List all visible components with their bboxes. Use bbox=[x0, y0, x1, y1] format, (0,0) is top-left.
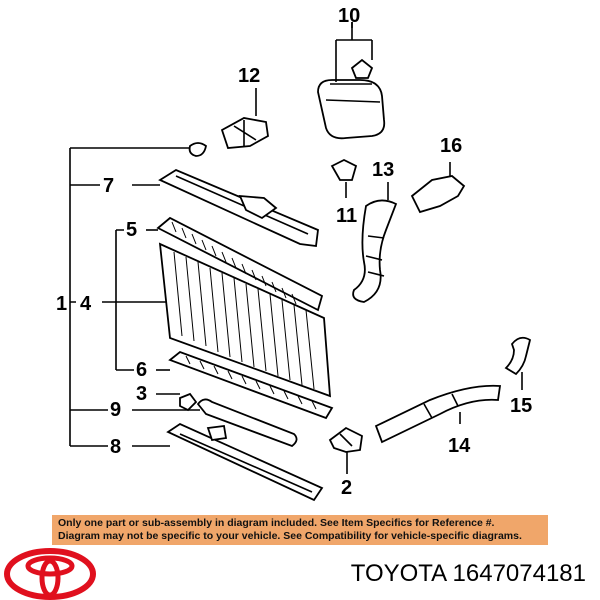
callout-1: 1 bbox=[56, 293, 67, 315]
part-number-label: TOYOTA 1647074181 bbox=[350, 560, 586, 587]
callout-2: 2 bbox=[341, 477, 352, 499]
radiator-parts-diagram: 10 12 7 5 4 6 3 9 bbox=[56, 5, 532, 502]
callout-4: 4 bbox=[80, 293, 92, 315]
disclaimer-line-1: Only one part or sub-assembly in diagram… bbox=[58, 517, 495, 529]
reservoir-tank bbox=[317, 22, 386, 140]
disclaimer-line-2: Diagram may not be specific to your vehi… bbox=[58, 530, 522, 542]
upper-tank bbox=[158, 168, 319, 248]
radiator-core bbox=[158, 242, 332, 398]
upper-seal bbox=[156, 216, 324, 312]
hose-clamp bbox=[330, 158, 358, 198]
radiator-bracket bbox=[188, 88, 269, 157]
callout-13: 13 bbox=[372, 159, 394, 181]
water-outlet bbox=[410, 162, 466, 214]
callout-7: 7 bbox=[103, 175, 114, 197]
callout-14: 14 bbox=[448, 435, 471, 457]
assembly-bracket-1 bbox=[69, 147, 190, 447]
oil-cooler bbox=[196, 398, 298, 448]
callout-9: 9 bbox=[110, 399, 121, 421]
callout-3: 3 bbox=[136, 383, 147, 405]
callout-5: 5 bbox=[126, 219, 137, 241]
lower-seal bbox=[168, 350, 334, 420]
lower-tank bbox=[166, 422, 324, 502]
bypass-hose bbox=[504, 336, 532, 390]
upper-hose bbox=[352, 182, 398, 303]
callout-6: 6 bbox=[136, 359, 147, 381]
callout-15: 15 bbox=[510, 395, 532, 417]
callout-16: 16 bbox=[440, 135, 462, 157]
drain-plug bbox=[179, 392, 198, 412]
callout-11: 11 bbox=[336, 205, 357, 227]
callout-8: 8 bbox=[110, 436, 121, 458]
lower-bracket bbox=[328, 426, 363, 474]
lower-hose bbox=[374, 384, 502, 444]
disclaimer-banner: Only one part or sub-assembly in diagram… bbox=[52, 515, 548, 545]
callout-12: 12 bbox=[238, 65, 260, 87]
callout-10: 10 bbox=[338, 5, 360, 27]
toyota-logo-icon bbox=[4, 548, 96, 600]
